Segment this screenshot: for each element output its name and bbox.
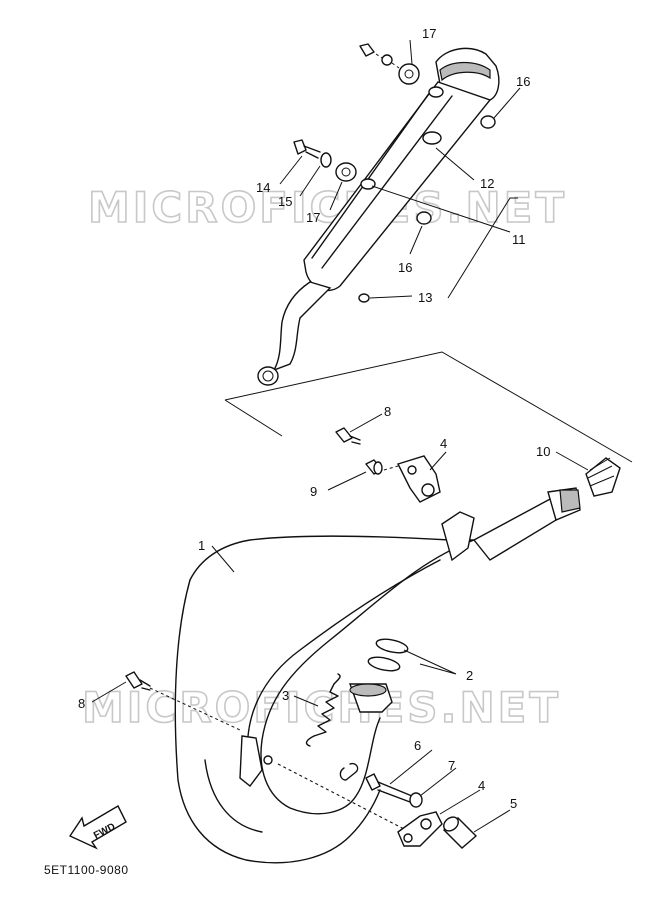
screw-13: [358, 293, 370, 303]
callout-3: 3: [282, 688, 289, 703]
bolt-6: [365, 773, 413, 803]
bolt-9: [365, 459, 399, 475]
leader-lines: [91, 39, 589, 833]
callout-1: 1: [198, 538, 205, 553]
spring-3: [305, 673, 341, 747]
bolt-8-upper: [335, 427, 361, 445]
callout-4-lower: 4: [478, 778, 485, 793]
collar-5: [442, 816, 478, 849]
callout-5: 5: [510, 796, 517, 811]
coupler-10: [585, 457, 621, 497]
callout-8-upper: 8: [384, 404, 391, 419]
gasket-2: [367, 638, 409, 672]
fwd-arrow-icon: FWD: [68, 805, 127, 850]
callout-13: 13: [418, 290, 432, 305]
spacer-17-top: [359, 43, 420, 85]
bolt-8-lower: [125, 671, 151, 691]
callout-10: 10: [536, 444, 550, 459]
callout-8-lower: 8: [78, 696, 85, 711]
clip-hook: [339, 762, 359, 781]
callout-15: 15: [278, 194, 292, 209]
bracket-4-lower: [397, 811, 443, 847]
callout-14: 14: [256, 180, 270, 195]
callout-4-upper: 4: [440, 436, 447, 451]
callout-9: 9: [310, 484, 317, 499]
exhaust-pipe: [174, 487, 581, 864]
washer-16-lower: [416, 211, 432, 225]
diagram-code: 5ET1100-9080: [44, 863, 129, 877]
bolt-14: [293, 139, 321, 159]
callout-6: 6: [414, 738, 421, 753]
callout-16-right: 16: [516, 74, 530, 89]
callout-17-top: 17: [422, 26, 436, 41]
callout-16-lower: 16: [398, 260, 412, 275]
washer-7: [409, 792, 423, 808]
spacer-17: [335, 162, 357, 182]
washer-15: [320, 152, 332, 168]
callout-11: 11: [512, 232, 526, 247]
watermark-top: MICROFICHES.NET: [88, 183, 567, 232]
silencer: [257, 47, 500, 386]
assembly-dashed-line: [149, 687, 407, 831]
assembly-boundary: [224, 351, 633, 463]
callout-12: 12: [480, 176, 494, 191]
callout-7: 7: [448, 758, 455, 773]
bracket-4-upper: [397, 455, 441, 503]
washer-16-right: [480, 115, 496, 129]
callout-17: 17: [306, 210, 320, 225]
callout-2: 2: [466, 668, 473, 683]
